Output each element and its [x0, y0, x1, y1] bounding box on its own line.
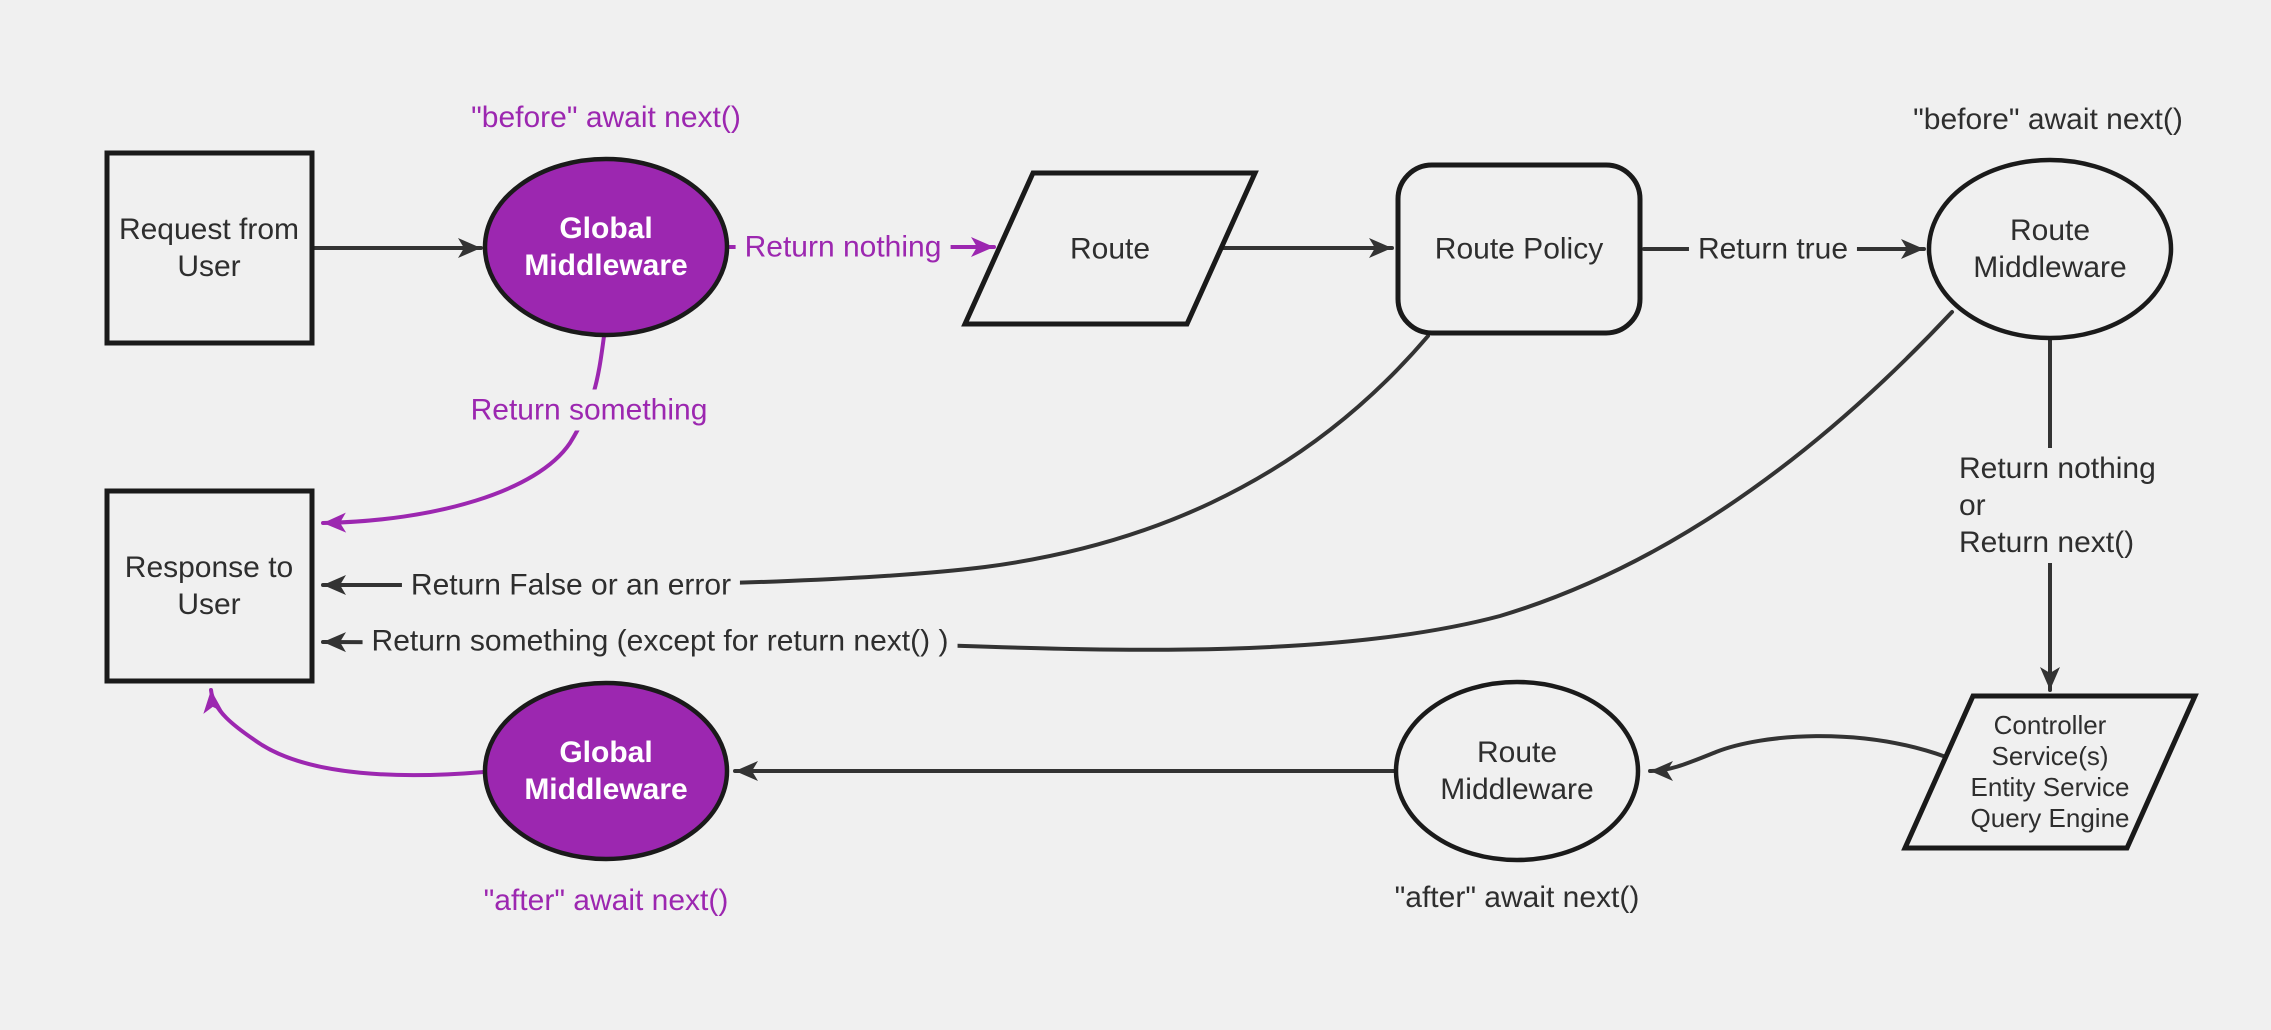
edge-controller-to-route-mw: [1648, 734, 1948, 781]
response-box-label: Response to User: [124, 551, 294, 621]
before-await-annotation-global: "before" await next(): [471, 101, 741, 134]
return-true-edge-label: Return true: [1688, 228, 1858, 270]
route-middleware-bottom-label: Route Middleware: [1440, 736, 1594, 806]
after-await-annotation-route: "after" await next(): [1394, 881, 1640, 914]
global-middleware-top-ellipse: [482, 156, 730, 338]
request-box: [104, 150, 315, 346]
return-nothing-or-next-edge-label: Return nothing or Return next(): [1950, 448, 2165, 563]
route-middleware-bottom-ellipse: [1393, 679, 1641, 863]
edge-return-something-except: [321, 310, 1954, 653]
response-box: [104, 488, 315, 684]
route-middleware-top-label: Route Middleware: [1973, 214, 2127, 284]
return-false-or-error-edge-label: Return False or an error: [401, 564, 741, 606]
return-something-except-edge-label: Return something (except for return next…: [362, 620, 958, 662]
route-policy-box: [1395, 162, 1643, 336]
controller-label: Controller Service(s) Entity Service Que…: [1970, 710, 2130, 833]
edge-return-something: [321, 334, 606, 533]
edge-return-false-or-error: [321, 334, 1430, 595]
return-nothing-edge-label: Return nothing: [735, 226, 951, 268]
before-await-annotation-route: "before" await next(): [1913, 103, 2183, 136]
global-middleware-top-label: Global Middleware: [524, 212, 688, 282]
edge-global-mw-to-response: [203, 688, 486, 778]
route-middleware-top-ellipse: [1926, 157, 2174, 341]
return-something-edge-label: Return something: [461, 389, 717, 431]
global-middleware-bottom-label: Global Middleware: [524, 736, 688, 806]
after-await-annotation-global: "after" await next(): [483, 884, 729, 917]
request-box-label: Request from User: [118, 213, 300, 283]
route-parallelogram: [961, 170, 1259, 327]
controller-parallelogram: [1901, 693, 2199, 851]
global-middleware-bottom-ellipse: [482, 680, 730, 862]
route-policy-label: Route Policy: [1434, 232, 1604, 266]
route-label: Route: [1069, 232, 1151, 266]
